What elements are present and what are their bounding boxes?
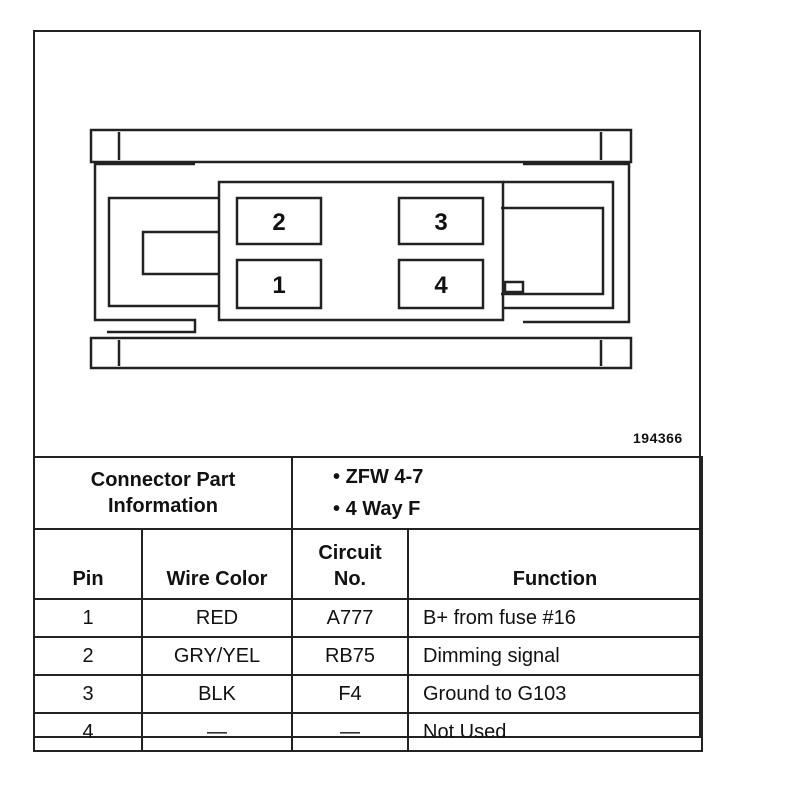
cavity-1 xyxy=(235,258,323,310)
cavity-label-3: 3 xyxy=(434,209,447,236)
part-info-label-line1: Connector Part xyxy=(90,469,236,491)
cell-function: Ground to G103 xyxy=(407,674,703,714)
table-row: 3 BLK F4 Ground to G103 xyxy=(33,674,703,714)
cell-circuit: RB75 xyxy=(291,636,409,676)
cavity-label-4: 4 xyxy=(434,272,448,299)
cavity-label-2: 2 xyxy=(272,209,285,236)
cell-function: Not Used xyxy=(407,712,703,752)
bottom-rail xyxy=(89,336,633,370)
header-function: Function xyxy=(407,528,703,600)
right-housing xyxy=(503,180,615,310)
table-row: 1 RED A777 B+ from fuse #16 xyxy=(33,598,703,638)
part-info-values: ZFW 4-7 4 Way F xyxy=(291,456,703,530)
right-latch xyxy=(501,206,605,296)
part-info-row: Connector Part Information ZFW 4-7 4 Way… xyxy=(33,456,703,530)
cell-pin: 3 xyxy=(33,674,143,714)
connector-frame: 2 3 1 4 194366 Connector Part Informatio… xyxy=(33,30,703,752)
cell-circuit: — xyxy=(291,712,409,752)
header-circuit-line2: No. xyxy=(333,568,367,590)
part-info-label: Connector Part Information xyxy=(33,456,293,530)
cell-pin: 2 xyxy=(33,636,143,676)
part-info-label-line2: Information xyxy=(108,495,218,517)
cell-circuit: F4 xyxy=(291,674,409,714)
header-wire-color: Wire Color xyxy=(141,528,293,600)
pinout-table: Connector Part Information ZFW 4-7 4 Way… xyxy=(33,456,703,752)
cell-function: B+ from fuse #16 xyxy=(407,598,703,638)
cell-wire-color: RED xyxy=(141,598,293,638)
left-housing xyxy=(93,162,197,334)
cavity-2 xyxy=(235,196,323,246)
header-pin: Pin xyxy=(33,528,143,600)
cavity-4 xyxy=(397,258,485,310)
cell-wire-color: GRY/YEL xyxy=(141,636,293,676)
figure-number: 194366 xyxy=(633,430,683,446)
cavity-label-1: 1 xyxy=(272,272,285,299)
connector-face-diagram: 2 3 1 4 xyxy=(89,128,633,370)
part-info-item: ZFW 4-7 xyxy=(333,461,701,493)
table-row: 2 GRY/YEL RB75 Dimming signal xyxy=(33,636,703,676)
cell-wire-color: BLK xyxy=(141,674,293,714)
table-header-row: Pin Wire Color Circuit No. Function xyxy=(33,528,703,600)
part-info-item: 4 Way F xyxy=(333,493,701,525)
top-rail xyxy=(89,128,633,164)
header-circuit: Circuit No. xyxy=(291,528,409,600)
table-row: 4 — — Not Used xyxy=(33,712,703,752)
cell-pin: 4 xyxy=(33,712,143,752)
cell-circuit: A777 xyxy=(291,598,409,638)
left-latch xyxy=(141,230,219,276)
cavity-3 xyxy=(397,196,485,246)
header-circuit-line1: Circuit xyxy=(318,542,382,564)
cell-pin: 1 xyxy=(33,598,143,638)
terminal-block xyxy=(217,180,505,322)
cell-wire-color: — xyxy=(141,712,293,752)
cell-function: Dimming signal xyxy=(407,636,703,676)
